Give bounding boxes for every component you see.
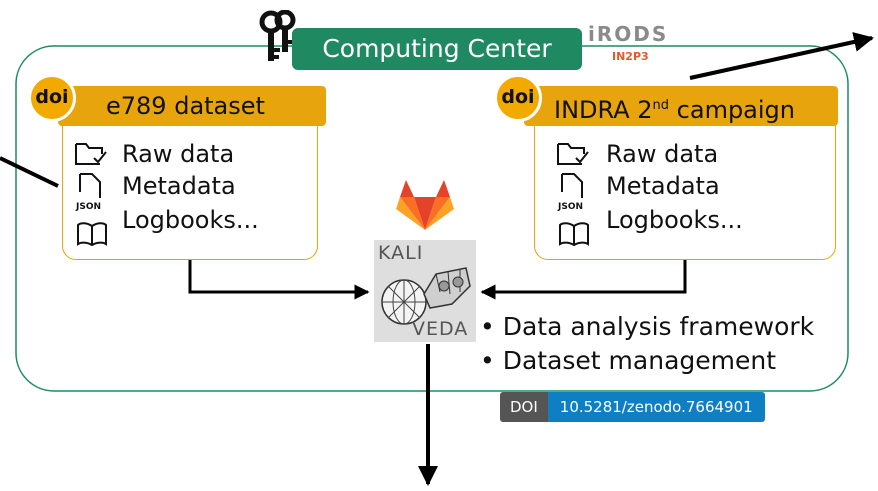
kaliveda-logo-top: KALI [378,242,424,264]
left-dataset-title: e789 dataset [106,92,265,120]
doi-badge-label: DOI [500,392,548,422]
json-file-icon [79,173,101,198]
irods-logo: iRODS [588,22,669,46]
incoming-line-left [0,156,59,188]
left-doi-logo: doi [28,74,76,122]
right-item-raw-data: Raw data [606,140,719,168]
left-item-logbooks: Logbooks... [122,206,259,234]
feature-item: • Dataset management [480,346,777,375]
zenodo-doi-badge[interactable]: DOI 10.5281/zenodo.7664901 [500,392,765,422]
kaliveda-detector-graphic [381,267,471,325]
book-icon [77,222,107,247]
right-item-logbooks: Logbooks... [606,206,743,234]
doi-badge-value: 10.5281/zenodo.7664901 [547,392,765,422]
left-json-tag: JSON [76,202,102,212]
in2p3-logo: IN2P3 [612,50,649,63]
arrow-left-to-kaliveda [188,258,370,300]
keys-icon [259,10,296,61]
left-item-raw-data: Raw data [122,140,235,168]
right-json-tag: JSON [558,202,584,212]
book-icon [559,222,589,247]
kaliveda-logo-bottom: VEDA [412,318,469,340]
feature-data-analysis: Data analysis framework [502,312,815,341]
right-item-metadata: Metadata [606,172,720,200]
right-dataset-title: INDRA 2nd campaign [554,96,795,124]
outgoing-arrow-top-right [689,32,874,80]
left-dataset-header: e789 dataset [58,86,326,126]
right-dataset-header: INDRA 2nd campaign [524,86,838,126]
folder-check-icon [557,143,589,165]
json-file-icon [561,173,583,198]
arrow-right-to-kaliveda [480,258,687,300]
computing-center-title: Computing Center [292,28,582,70]
feature-dataset-management: Dataset management [502,346,777,375]
right-doi-logo: doi [494,74,542,122]
gitlab-icon [396,180,454,230]
left-item-metadata: Metadata [122,172,236,200]
feature-item: • Data analysis framework [480,312,815,341]
folder-check-icon [75,143,107,165]
